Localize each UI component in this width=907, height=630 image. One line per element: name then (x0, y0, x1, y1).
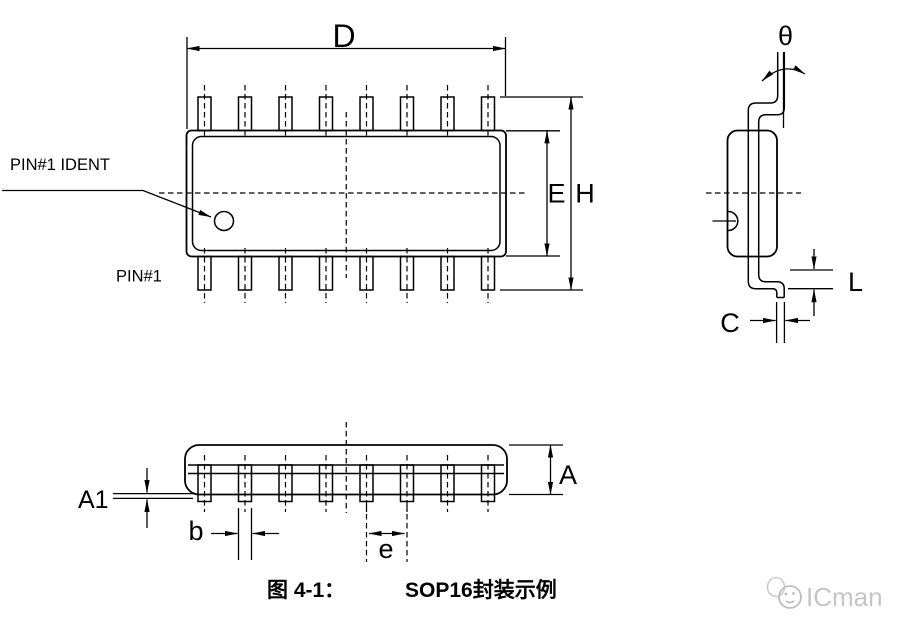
dim-L: L (788, 249, 863, 316)
pin1-ident-label: PIN#1 IDENT (10, 156, 110, 174)
pin1-side-marker (728, 210, 739, 232)
lead-outer-contour (747, 52, 779, 298)
dim-label-theta: θ (778, 21, 793, 51)
dim-e: e (365, 505, 408, 564)
pin1-annotation: PIN#1 IDENT PIN#1 (2, 156, 212, 286)
side-view: θ L C (706, 21, 863, 343)
top-view: D E H PIN#1 IDENT PIN#1 (2, 18, 595, 304)
dim-label-L: L (848, 267, 863, 297)
figure-caption: 图 4-1： SOP16封装示例 (267, 578, 557, 602)
dim-theta: θ (761, 21, 806, 128)
dim-H: H (500, 96, 595, 291)
icman-logo: ICman (766, 576, 883, 612)
dim-label-A1: A1 (78, 486, 109, 514)
dim-A1: A1 (78, 468, 193, 528)
dim-C: C (720, 302, 810, 343)
dim-b: b (188, 508, 279, 560)
dim-label-C: C (720, 308, 740, 338)
dim-E: E (506, 130, 566, 257)
dim-label-b: b (188, 516, 203, 546)
dim-label-D: D (332, 18, 355, 54)
lead-inner-contour (757, 52, 786, 298)
dim-label-H: H (575, 179, 595, 209)
dim-D: D (186, 18, 507, 129)
caption-title: SOP16封装示例 (405, 578, 557, 602)
pin1-label: PIN#1 (116, 268, 162, 286)
pin1-leader-arrow (2, 189, 212, 218)
icman-logo-icon (766, 576, 802, 609)
dim-label-A: A (559, 460, 577, 490)
dim-A: A (509, 444, 577, 496)
pin1-ident-dot (213, 210, 235, 232)
icman-logo-text: ICman (806, 582, 883, 612)
caption-number: 图 4-1： (267, 579, 345, 602)
dim-label-E: E (547, 179, 565, 209)
front-view: A A1 b e (78, 422, 577, 564)
dim-label-e: e (378, 534, 393, 564)
